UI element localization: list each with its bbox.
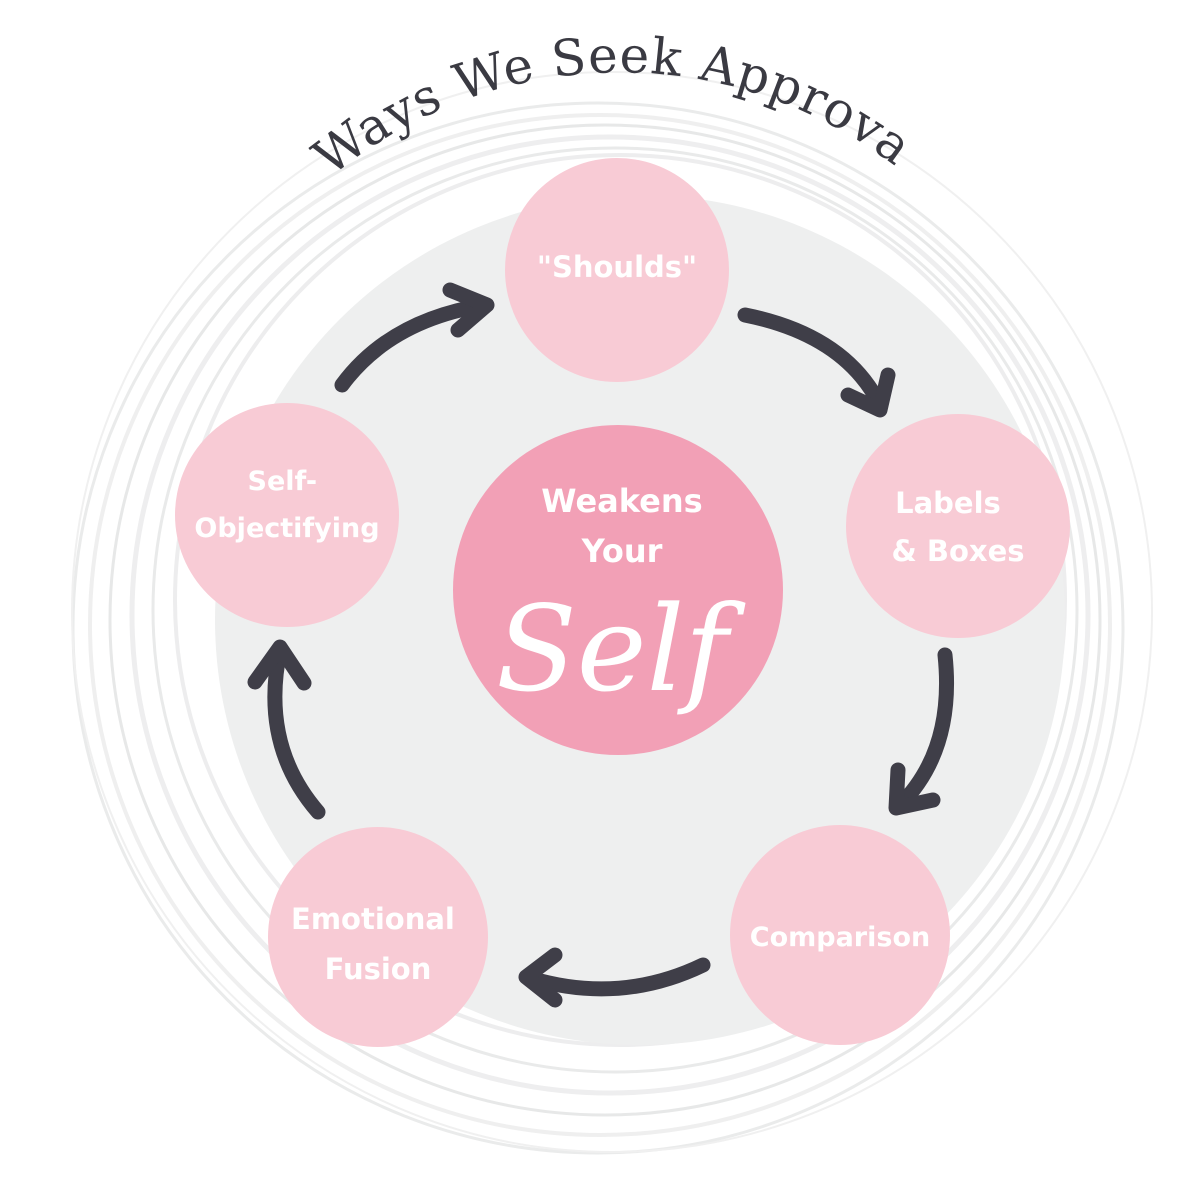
arrow-fusion-to-self-objectifying	[247, 639, 326, 820]
arrow-self-objectifying-to-shoulds	[334, 282, 495, 393]
arrow-labels-to-comparison	[888, 647, 955, 816]
center-line-1: Weakens	[541, 482, 702, 520]
node-emotional-fusion: Emotional Fusion	[268, 827, 488, 1047]
brush-ring-backdrop	[71, 71, 1153, 1155]
arrow-shoulds-to-labels	[737, 307, 896, 418]
node-comparison-label: Comparison	[750, 922, 930, 953]
node-emotional-fusion-label: Emotional Fusion	[291, 902, 465, 986]
node-labels-boxes-label: Labels & Boxes	[891, 486, 1024, 568]
node-shoulds: "Shoulds"	[505, 158, 729, 382]
center-script-word: Self	[496, 580, 746, 718]
node-labels-boxes: Labels & Boxes	[846, 414, 1070, 638]
node-comparison: Comparison	[730, 825, 950, 1045]
center-node: Weakens Your Self	[453, 425, 783, 755]
arrow-comparison-to-fusion	[518, 947, 711, 1008]
node-self-objectifying: Self- Objectifying	[175, 403, 399, 627]
center-line-2: Your	[581, 532, 663, 570]
cycle-arrows	[247, 282, 955, 1008]
node-shoulds-label: "Shoulds"	[537, 250, 697, 284]
node-self-objectifying-label: Self- Objectifying	[194, 466, 379, 544]
